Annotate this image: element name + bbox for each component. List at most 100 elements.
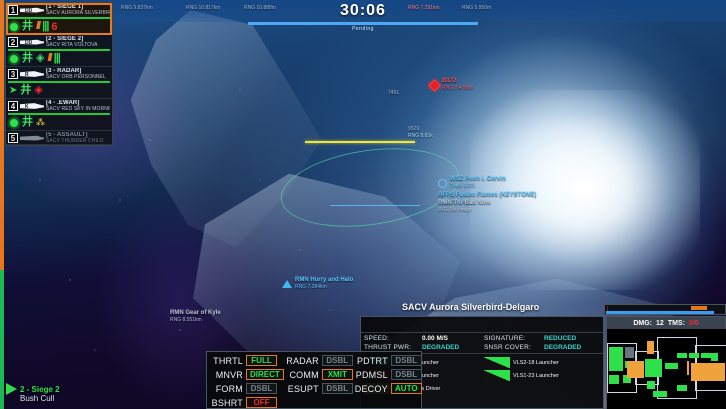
command-value[interactable]: FULL	[246, 355, 277, 366]
command-value[interactable]: DSBL	[390, 369, 422, 380]
roster-index: 5	[8, 133, 18, 143]
fleet-roster-panel[interactable]: 1DD[1 - SIEGE 1]SACV AURORA SILVERBIRD-D…	[5, 2, 113, 146]
snsr-cover-label: SNSR COVER:	[484, 344, 531, 351]
burst-icon: ⁂	[36, 117, 45, 127]
roster-item-name: SACV THUNDER CHILD	[46, 138, 104, 144]
ship-silhouette-icon: K	[20, 103, 44, 110]
waypoint-vector-line	[305, 141, 415, 143]
contact-marker-icon[interactable]	[438, 178, 447, 188]
roster-item-5[interactable]: 5[5 - ASSAULT]SACV THUNDER CHILD	[6, 131, 112, 145]
damage-header: DMG: 12 TMS: 0/0	[607, 317, 725, 329]
contact-name: RMN Hurry and Halo	[295, 277, 354, 283]
contact-range: RNG 7.384km	[295, 284, 327, 290]
command-value[interactable]: AUTO	[390, 383, 422, 394]
weapon-name: VLS1-23 Launcher	[513, 372, 559, 379]
marker-title: 2 - Siege 2	[20, 384, 60, 394]
contact-range: RNG 8.478km	[442, 85, 474, 91]
damage-control-panel[interactable]: DMG: 12 TMS: 0/0	[606, 316, 726, 409]
diamond-green-icon: ◈	[36, 52, 45, 64]
command-label: COMM	[289, 369, 319, 380]
timer-subtitle: Pending	[352, 26, 374, 32]
ship-class-label: DD	[25, 39, 33, 46]
roster-item-icons[interactable]: 井⁂	[6, 116, 112, 130]
selected-ship-marker: 2 - Siege 2 Bush Cull	[6, 383, 60, 403]
roster-item-name: SACV RITA VOLTOVA	[46, 42, 98, 48]
heading-tape[interactable]: |	[604, 304, 726, 315]
weapon-entry[interactable]: VLS2-18 Launcher	[484, 357, 600, 368]
ship-silhouette-icon: R	[20, 71, 44, 78]
ship-class-label: DD	[25, 7, 33, 14]
roster-index: 3	[8, 69, 18, 79]
compartment	[711, 353, 718, 361]
health-bar	[8, 17, 110, 19]
heading-tick: |	[607, 306, 609, 312]
compartment	[647, 381, 655, 389]
range-readout: RNG 9.837km	[121, 5, 153, 11]
compartment	[609, 347, 623, 371]
weapon-entry[interactable]: VLS1-23 Launcher	[484, 370, 600, 381]
range-readout: RNG 10.817km	[186, 5, 220, 11]
compartment	[645, 359, 662, 377]
signature-value: REDUCED	[544, 335, 577, 342]
roster-item-1[interactable]: 1DD[1 - SIEGE 1]SACV AURORA SILVERBIRD-D…	[6, 3, 112, 35]
hull-schematic[interactable]	[607, 329, 726, 409]
snsr-cover-value: DEGRADED	[544, 344, 582, 351]
roster-item-icons[interactable]: 井◈///|||	[6, 52, 112, 66]
compartment	[701, 353, 711, 358]
contact-name: RMN Thr Bad Nine	[438, 200, 491, 206]
contact-marker[interactable]: RFPS Fusion Flames (KEYSTONE)RNG 8.079km	[438, 192, 536, 206]
command-value[interactable]: XMIT	[321, 369, 353, 380]
roster-item-icons[interactable]: 井///|||6	[6, 20, 112, 34]
roster-item-icons[interactable]: ➤井◈	[6, 84, 112, 98]
roster-index: 2	[8, 37, 18, 47]
contact-range: INTL No Image	[438, 207, 472, 213]
command-value[interactable]: DSBL	[321, 383, 353, 394]
command-value[interactable]: DSBL	[390, 355, 422, 366]
weapon-name: VLS2-18 Launcher	[513, 359, 559, 366]
friendly-marker-icon[interactable]	[282, 280, 292, 288]
command-value[interactable]: OFF	[246, 397, 277, 408]
command-value[interactable]: DIRECT	[246, 369, 284, 380]
command-value[interactable]: DSBL	[321, 355, 353, 366]
grid-icon: 井	[22, 20, 33, 32]
range-value: 7491	[388, 90, 400, 96]
horizon-band	[0, 0, 726, 22]
compartment	[653, 391, 667, 397]
compartment	[623, 375, 631, 383]
command-value[interactable]: DSBL	[246, 383, 277, 394]
status-dot-icon	[9, 21, 19, 32]
roster-index: 4	[8, 101, 18, 111]
heading-marker	[691, 306, 707, 310]
command-label: THRTL	[213, 355, 243, 366]
compartment	[689, 353, 699, 358]
slash-icon: ///	[47, 52, 52, 64]
hostile-marker-icon[interactable]	[428, 78, 441, 92]
roster-item-tag: [4 - .EWAR]	[46, 100, 80, 106]
contact-range: RNG 8.551km	[170, 317, 202, 323]
thrust-label: THRUST PWR:	[364, 344, 412, 351]
ship-class-label: R	[25, 71, 29, 78]
roster-item-name: SACV AURORA SILVERBIRD-DELGARO	[46, 10, 110, 16]
command-label: RADAR	[286, 355, 319, 366]
ship-class-label: K	[25, 103, 29, 110]
thrust-value: DEGRADED	[422, 344, 460, 351]
